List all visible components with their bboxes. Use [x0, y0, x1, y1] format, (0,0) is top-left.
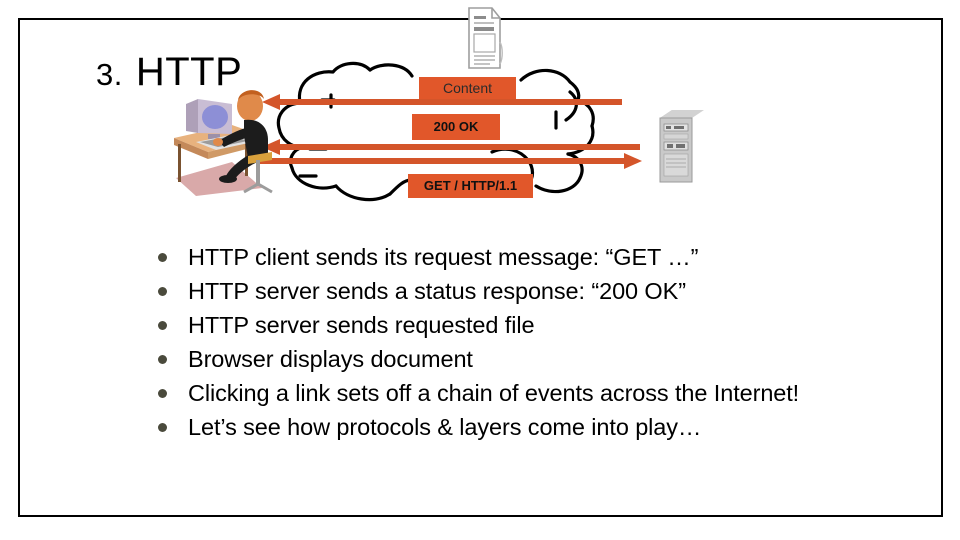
- list-item: HTTP client sends its request message: “…: [152, 240, 852, 274]
- bullet-dot-icon: [158, 389, 167, 398]
- list-item-label: HTTP client sends its request message: “…: [188, 244, 699, 270]
- list-item: HTTP server sends requested file: [152, 308, 852, 342]
- tower-server-icon: [659, 110, 704, 183]
- list-item-label: HTTP server sends requested file: [188, 312, 535, 338]
- bullet-dot-icon: [158, 287, 167, 296]
- http-request-response-diagram: Content 200 OK GET / HTTP/1.1: [0, 0, 960, 230]
- list-item: Browser displays document: [152, 342, 852, 376]
- document-page-icon: [468, 7, 503, 69]
- person-at-computer-icon: [174, 90, 273, 196]
- bullet-list: HTTP client sends its request message: “…: [152, 240, 852, 444]
- title-text: HTTP: [135, 50, 243, 94]
- arrow-status-to-client: [262, 139, 640, 155]
- list-item-label: HTTP server sends a status response: “20…: [188, 278, 686, 304]
- title-number: 3.: [96, 57, 123, 92]
- list-item-label: Let’s see how protocols & layers come in…: [188, 414, 702, 440]
- page-title: 3. HTTP: [96, 52, 242, 92]
- bullet-dot-icon: [158, 423, 167, 432]
- arrow-content-to-client: [262, 94, 622, 110]
- label-status-200-ok: 200 OK: [412, 114, 500, 140]
- list-item-label: Clicking a link sets off a chain of even…: [188, 380, 800, 406]
- label-content: Content: [419, 77, 516, 99]
- list-item: Clicking a link sets off a chain of even…: [152, 376, 852, 410]
- bullet-dot-icon: [158, 253, 167, 262]
- label-get-request: GET / HTTP/1.1: [408, 174, 533, 198]
- list-item-label: Browser displays document: [188, 346, 473, 372]
- list-item: Let’s see how protocols & layers come in…: [152, 410, 852, 444]
- bullet-dot-icon: [158, 321, 167, 330]
- arrow-request-to-server: [258, 153, 642, 169]
- bullet-dot-icon: [158, 355, 167, 364]
- list-item: HTTP server sends a status response: “20…: [152, 274, 852, 308]
